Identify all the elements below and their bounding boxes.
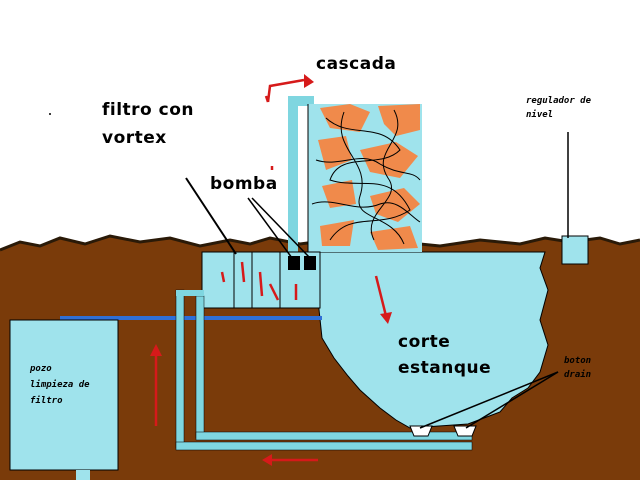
label-pozo-line2: limpieza de <box>30 380 90 390</box>
drain-pipe-blue <box>60 316 322 320</box>
label-regulador-line2: nivel <box>526 110 554 120</box>
waterfall-pipe-top <box>288 96 314 106</box>
pointer-bomba <box>247 197 293 259</box>
label-filtro-line1: filtro con <box>102 100 195 120</box>
label-corte-line1: corte <box>398 332 451 352</box>
label-pozo-line3: filtro <box>30 396 63 406</box>
pump-block <box>304 256 316 270</box>
filter-cleaning-well <box>9 319 119 471</box>
flow-arrows <box>150 74 392 466</box>
label-bomba: bomba <box>210 174 278 194</box>
label-boton-line1: boton <box>564 356 592 366</box>
well-outlet <box>76 470 90 480</box>
bottom-pipe-vertical-outer <box>175 289 185 449</box>
bottom-pipe-horizontal-outer <box>175 441 473 451</box>
pointer-drain <box>465 371 559 429</box>
label-pozo-line1: pozo <box>30 364 52 374</box>
label-corte-line2: estanque <box>398 358 492 378</box>
pointer-drain <box>419 371 559 429</box>
bottom-pipe-vertical-inner <box>195 295 205 439</box>
label-filtro-line2: vortex <box>102 128 167 148</box>
pond-water <box>317 251 549 429</box>
label-cascada: cascada <box>316 54 397 74</box>
pump-block <box>288 256 300 270</box>
pointer-bomba <box>251 197 311 259</box>
bottom-pipe-top <box>176 290 204 296</box>
waterfall-rocks <box>307 104 422 252</box>
bottom-pipe-horizontal-inner <box>195 431 473 441</box>
label-boton-line2: drain <box>564 370 592 380</box>
pointer-filtro <box>185 177 237 255</box>
waterfall-pipe-vertical <box>288 96 298 256</box>
bottom-drain <box>453 425 477 437</box>
level-regulator-box <box>561 235 589 265</box>
stray-dot <box>49 113 51 115</box>
label-regulador-line1: regulador de <box>526 96 592 106</box>
ground-grass-line <box>0 234 640 252</box>
